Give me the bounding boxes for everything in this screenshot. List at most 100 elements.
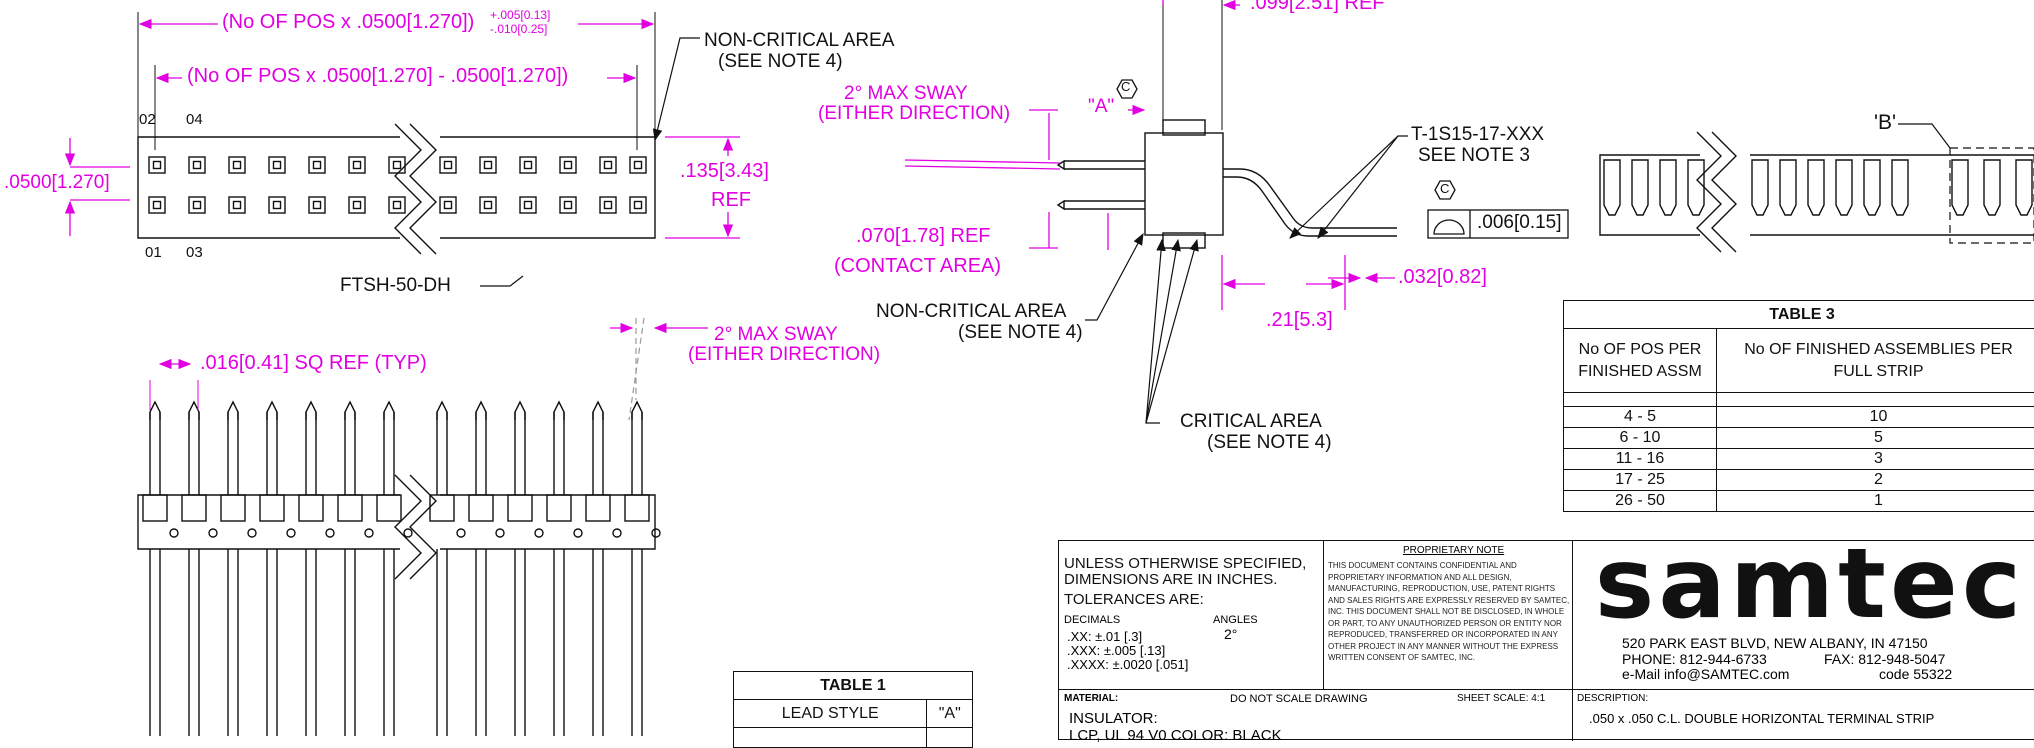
contact-pad (309, 157, 325, 173)
contact-pad-center (565, 202, 572, 209)
contact-pad-center (394, 162, 401, 169)
samtec-logo: samtec (1599, 549, 2019, 629)
sheet-scale: SHEET SCALE: 4:1 (1457, 693, 1545, 704)
proprietary-line: THIS DOCUMENT CONTAINS CONFIDENTIAL AND (1328, 560, 1570, 572)
pin-tip (515, 402, 525, 420)
contact-pad (389, 157, 405, 173)
sway-top-line1: 2° MAX SWAY (844, 83, 968, 105)
contact-pad (480, 197, 496, 213)
terminal-line1: T-1S15-17-XXX (1411, 124, 1544, 146)
table-3-count-cell: 1 (1717, 491, 2034, 512)
contact-pad-center (274, 202, 281, 209)
noncritical-mid-line1: NON-CRITICAL AREA (876, 301, 1066, 323)
contact-pad-center (525, 162, 532, 169)
strip-tooth (1808, 160, 1824, 215)
contact-pad-center (314, 162, 321, 169)
insulator-cell (182, 495, 206, 521)
terminal-line2: SEE NOTE 3 (1418, 145, 1530, 167)
carrier-hole (457, 529, 465, 537)
proprietary-line: OTHER PROJECT IN ANY MANNER WITHOUT THE … (1328, 641, 1570, 653)
contact-pad-center (565, 162, 572, 169)
contact-pad (229, 157, 245, 173)
top-view (138, 12, 655, 254)
height-ref: REF (711, 189, 751, 212)
contact-pad (440, 157, 456, 173)
contact-pad (269, 157, 285, 173)
email: e-Mail info@SAMTEC.com (1622, 666, 1789, 682)
profile-view (1058, 0, 1397, 248)
tol-xxxx: .XXXX: ±.0020 [.051] (1067, 657, 1188, 672)
contact-pad (149, 197, 165, 213)
strip-tooth (1984, 160, 2000, 215)
contact-pad-center (194, 162, 201, 169)
cage-code: code 55322 (1879, 666, 1952, 682)
contact-pad (349, 197, 365, 213)
contact-pad-center (635, 202, 642, 209)
contact-pad (630, 197, 646, 213)
contact-pad-center (605, 202, 612, 209)
table-1-col1-header: LEAD STYLE (734, 700, 927, 728)
contact-area-label: (CONTACT AREA) (834, 255, 1001, 278)
strip-tooth-set (1604, 160, 2032, 215)
contact-pad-center (485, 202, 492, 209)
table-3-spacer (1717, 393, 2034, 407)
fax: FAX: 812-948-5047 (1824, 651, 1945, 667)
proprietary-line: OR PART, TO ANY UNAUTHORIZED PERSON OR E… (1328, 618, 1570, 630)
insulator-cell (586, 495, 610, 521)
table-1-title: TABLE 1 (734, 672, 973, 700)
angles-label: ANGLES (1213, 614, 1258, 626)
pin-tip (593, 402, 603, 420)
side-view (138, 402, 660, 736)
contact-pad-center (194, 202, 201, 209)
pad-row-1 (149, 157, 646, 173)
contact-pad-center (605, 162, 612, 169)
insulator-label: INSULATOR: (1069, 710, 1158, 727)
insulator-cell (469, 495, 493, 521)
carrier-hole (652, 529, 660, 537)
pin-tip (150, 402, 160, 420)
insulator-cell (547, 495, 571, 521)
contact-pad (309, 197, 325, 213)
table-3-count-cell: 10 (1717, 407, 2034, 428)
contact-070-dim: .070[1.78] REF (856, 225, 991, 248)
carrier-hole (170, 529, 178, 537)
strip-tooth (1952, 160, 1968, 215)
strip-tooth (2016, 160, 2032, 215)
critical-line2: (SEE NOTE 4) (1207, 432, 1332, 454)
table-3-pos-cell: 4 - 5 (1564, 407, 1717, 428)
dim-032: .032[0.82] (1398, 266, 1487, 289)
table-1-cell (927, 728, 973, 748)
proprietary-line: INC. THIS DOCUMENT SHALL NOT BE DISCLOSE… (1328, 606, 1570, 618)
inner-width-dim: (No OF POS x .0500[1.270] - .0500[1.270]… (187, 65, 568, 88)
strip-tooth (1892, 160, 1908, 215)
pin-tip (228, 402, 238, 420)
insulator-cell (338, 495, 362, 521)
carrier-hole (574, 529, 582, 537)
table-1-cell (734, 728, 927, 748)
overall-tol-plus: +.005[0.13] (490, 8, 550, 22)
noncritical-top-line1: NON-CRITICAL AREA (704, 30, 894, 52)
contact-pad (480, 157, 496, 173)
contact-pad-center (485, 162, 492, 169)
part-number-label: FTSH-50-DH (340, 275, 451, 297)
insulator-cell (625, 495, 649, 521)
pitch-dim: .0500[1.270] (4, 172, 110, 194)
insulator-cell (143, 495, 167, 521)
pin-square-dim: .016[0.41] SQ REF (TYP) (200, 352, 427, 375)
tolerances-label: TOLERANCES ARE: (1064, 591, 1204, 608)
proprietary-line: AND SALES RIGHTS ARE EXPRESSLY RESERVED … (1328, 595, 1570, 607)
carrier-hole (496, 529, 504, 537)
sway-top-line2: (EITHER DIRECTION) (818, 103, 1010, 125)
do-not-scale: DO NOT SCALE DRAWING (1230, 693, 1368, 705)
pin-tip (437, 402, 447, 420)
contact-pad (520, 197, 536, 213)
tol-xxx: .XXX: ±.005 [.13] (1067, 643, 1165, 658)
unless-line1: UNLESS OTHERWISE SPECIFIED, (1064, 555, 1306, 572)
height-dim: .135[3.43] (680, 160, 769, 183)
overall-width-dim: (No OF POS x .0500[1.270]) (222, 11, 474, 34)
insulator-cell (260, 495, 284, 521)
